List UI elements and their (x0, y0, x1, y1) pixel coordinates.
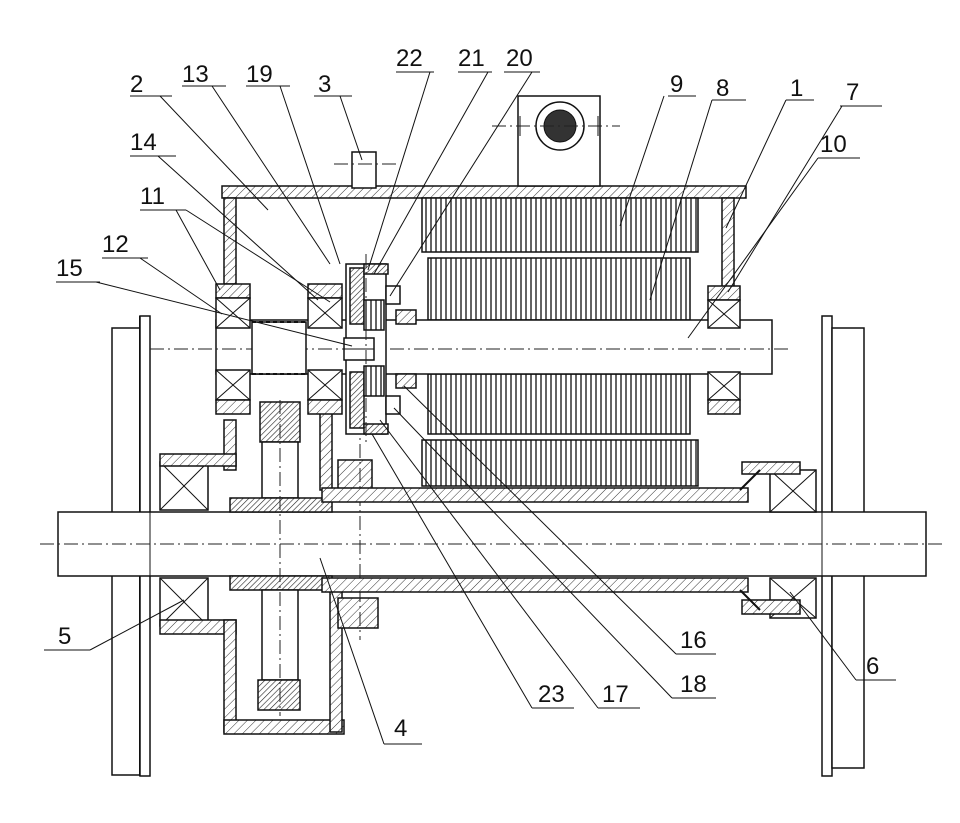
gear-shaft-vertical (229, 400, 333, 716)
leader-lines (44, 71, 896, 745)
right-housing-bottom (741, 599, 801, 615)
label-22: 22 (396, 45, 423, 72)
stator-upper (421, 197, 699, 253)
bearing-7-bottom (707, 371, 741, 415)
label-3: 3 (318, 71, 331, 98)
bearing-12-top (215, 283, 251, 329)
rotor-lower (427, 373, 691, 435)
pinion-upper (337, 459, 373, 491)
label-16: 16 (680, 627, 707, 654)
label-6: 6 (866, 653, 879, 680)
bearing-5-bottom (159, 577, 209, 627)
bearing-5-top (159, 461, 209, 511)
rotor-upper (427, 257, 691, 321)
label-20: 20 (506, 45, 533, 72)
motor-frame (221, 185, 761, 611)
label-19: 19 (246, 61, 273, 88)
bolt-3 (334, 151, 398, 189)
part-labels: 2 13 19 3 22 21 20 9 8 1 7 10 14 11 12 1… (56, 45, 879, 742)
bearing-14-bottom (307, 369, 343, 415)
mounting-lug (492, 95, 620, 187)
bearing-14-top (307, 283, 343, 329)
label-15: 15 (56, 255, 83, 282)
main-axle (40, 511, 945, 577)
label-18: 18 (680, 671, 707, 698)
pinion-lower (337, 597, 379, 629)
label-5: 5 (58, 623, 71, 650)
stator-lower (421, 439, 699, 487)
label-2: 2 (130, 71, 143, 98)
label-12: 12 (102, 231, 129, 258)
label-9: 9 (670, 71, 683, 98)
right-housing-top (741, 461, 801, 475)
label-10: 10 (820, 131, 847, 158)
label-8: 8 (716, 75, 729, 102)
label-23: 23 (538, 681, 565, 708)
coupling-15 (251, 321, 307, 375)
bearing-6-top (769, 469, 817, 513)
brake-assembly (343, 254, 417, 446)
label-21: 21 (458, 45, 485, 72)
label-17: 17 (602, 681, 629, 708)
label-11: 11 (140, 183, 165, 210)
bearing-7-top (707, 285, 741, 329)
label-14: 14 (130, 129, 157, 156)
label-7: 7 (846, 79, 859, 106)
label-1: 1 (790, 75, 803, 102)
bearing-12-bottom (215, 369, 251, 415)
label-4: 4 (394, 715, 407, 742)
label-13: 13 (182, 61, 209, 88)
